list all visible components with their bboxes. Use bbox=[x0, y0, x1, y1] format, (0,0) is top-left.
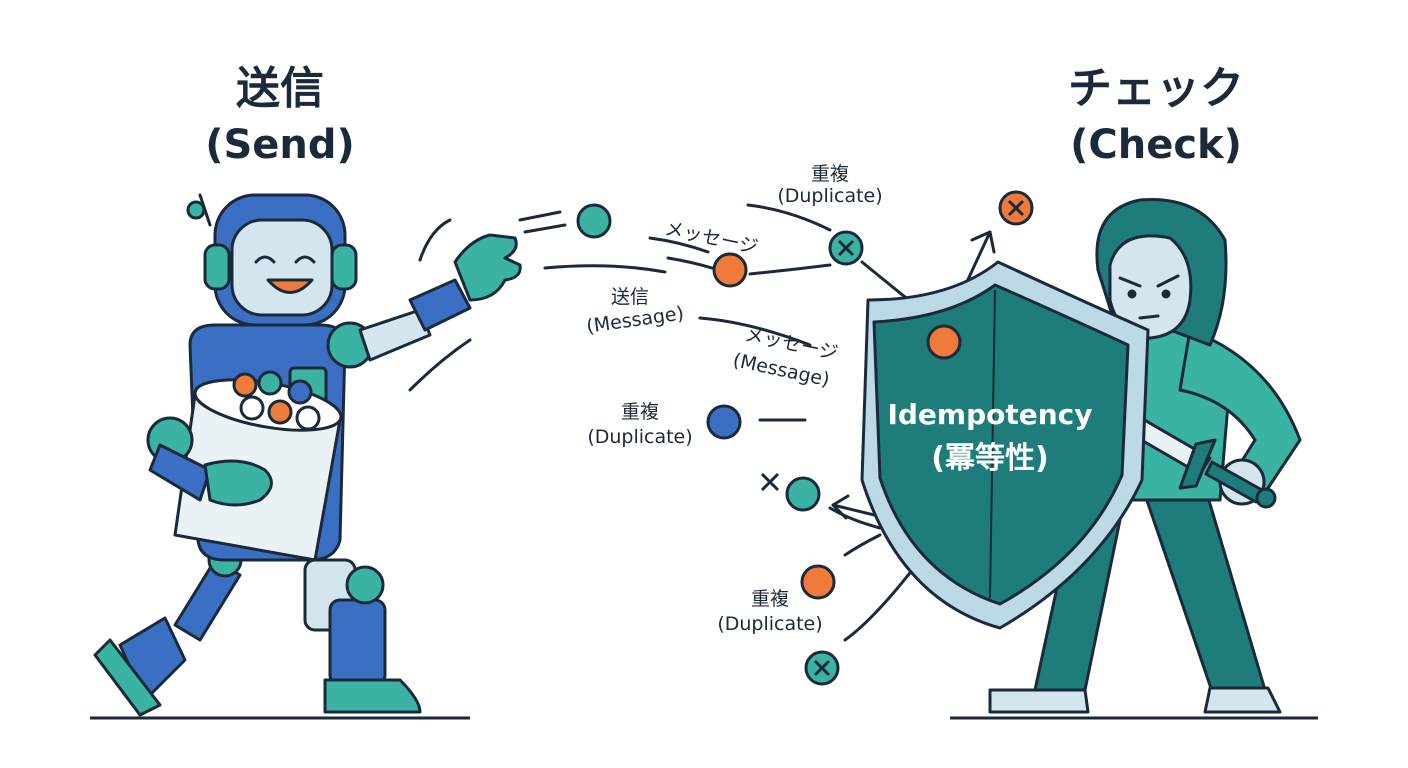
bucket-ball bbox=[289, 381, 311, 403]
robot-throwing-hand bbox=[455, 235, 520, 300]
robot-sender bbox=[95, 195, 520, 715]
bucket-ball bbox=[269, 401, 291, 423]
reject-x-icon bbox=[762, 474, 778, 490]
motion-line bbox=[420, 220, 450, 260]
message-ball bbox=[578, 205, 610, 237]
motion-line bbox=[748, 205, 830, 230]
motion-line bbox=[545, 266, 665, 272]
checker-mouth bbox=[1140, 316, 1158, 318]
motion-line bbox=[525, 225, 565, 232]
robot-face-plate bbox=[232, 220, 332, 315]
robot-right-ear bbox=[332, 245, 356, 289]
bucket-ball bbox=[297, 407, 319, 429]
shield-label-en: Idempotency bbox=[887, 398, 1092, 431]
duplicate-x-ball bbox=[1000, 192, 1032, 224]
robot-antenna-ball bbox=[188, 202, 204, 218]
label-duplicate-top-en: (Duplicate) bbox=[777, 185, 882, 207]
motion-line bbox=[668, 258, 712, 268]
bucket-ball bbox=[259, 372, 281, 394]
label-send-message-jp: 送信 bbox=[611, 286, 649, 308]
blocked-ball bbox=[928, 326, 960, 358]
duplicate-x-ball bbox=[806, 652, 838, 684]
label-message-top: メッセージ bbox=[663, 218, 760, 259]
bucket-ball bbox=[234, 374, 256, 396]
bucket-ball bbox=[241, 397, 263, 419]
duplicate-x-ball bbox=[830, 232, 862, 264]
motion-line bbox=[750, 265, 830, 274]
checker-left-eye bbox=[1129, 291, 1135, 297]
robot-holding-hand bbox=[205, 461, 271, 505]
motion-line bbox=[410, 340, 470, 390]
check-title-jp: チェック bbox=[1068, 63, 1244, 114]
robot-front-shin bbox=[330, 600, 385, 685]
send-title-en: (Send) bbox=[205, 122, 355, 168]
rejected-ball bbox=[787, 478, 819, 510]
label-duplicate-bottom-en: (Duplicate) bbox=[717, 613, 822, 635]
send-title-jp: 送信 bbox=[236, 63, 324, 114]
sword-pommel bbox=[1257, 489, 1275, 507]
motion-line bbox=[845, 535, 880, 555]
label-duplicate-bottom-jp: 重複 bbox=[751, 588, 789, 610]
label-duplicate-top-jp: 重複 bbox=[811, 163, 849, 185]
shield-label-jp: (冪等性) bbox=[931, 441, 1048, 476]
robot-front-foot bbox=[325, 680, 420, 712]
robot-left-ear bbox=[205, 245, 229, 289]
checker-back-shoe bbox=[990, 690, 1088, 712]
motion-line bbox=[520, 212, 560, 220]
message-ball bbox=[802, 566, 834, 598]
check-title-en: (Check) bbox=[1070, 122, 1242, 168]
checker-right-eye bbox=[1163, 291, 1169, 297]
label-duplicate-mid-jp: 重複 bbox=[621, 401, 659, 423]
robot-knee-joint bbox=[347, 567, 383, 603]
checker-front-shoe bbox=[1205, 688, 1280, 712]
message-ball bbox=[708, 406, 740, 438]
message-ball bbox=[714, 254, 746, 286]
label-duplicate-mid-en: (Duplicate) bbox=[587, 426, 692, 448]
